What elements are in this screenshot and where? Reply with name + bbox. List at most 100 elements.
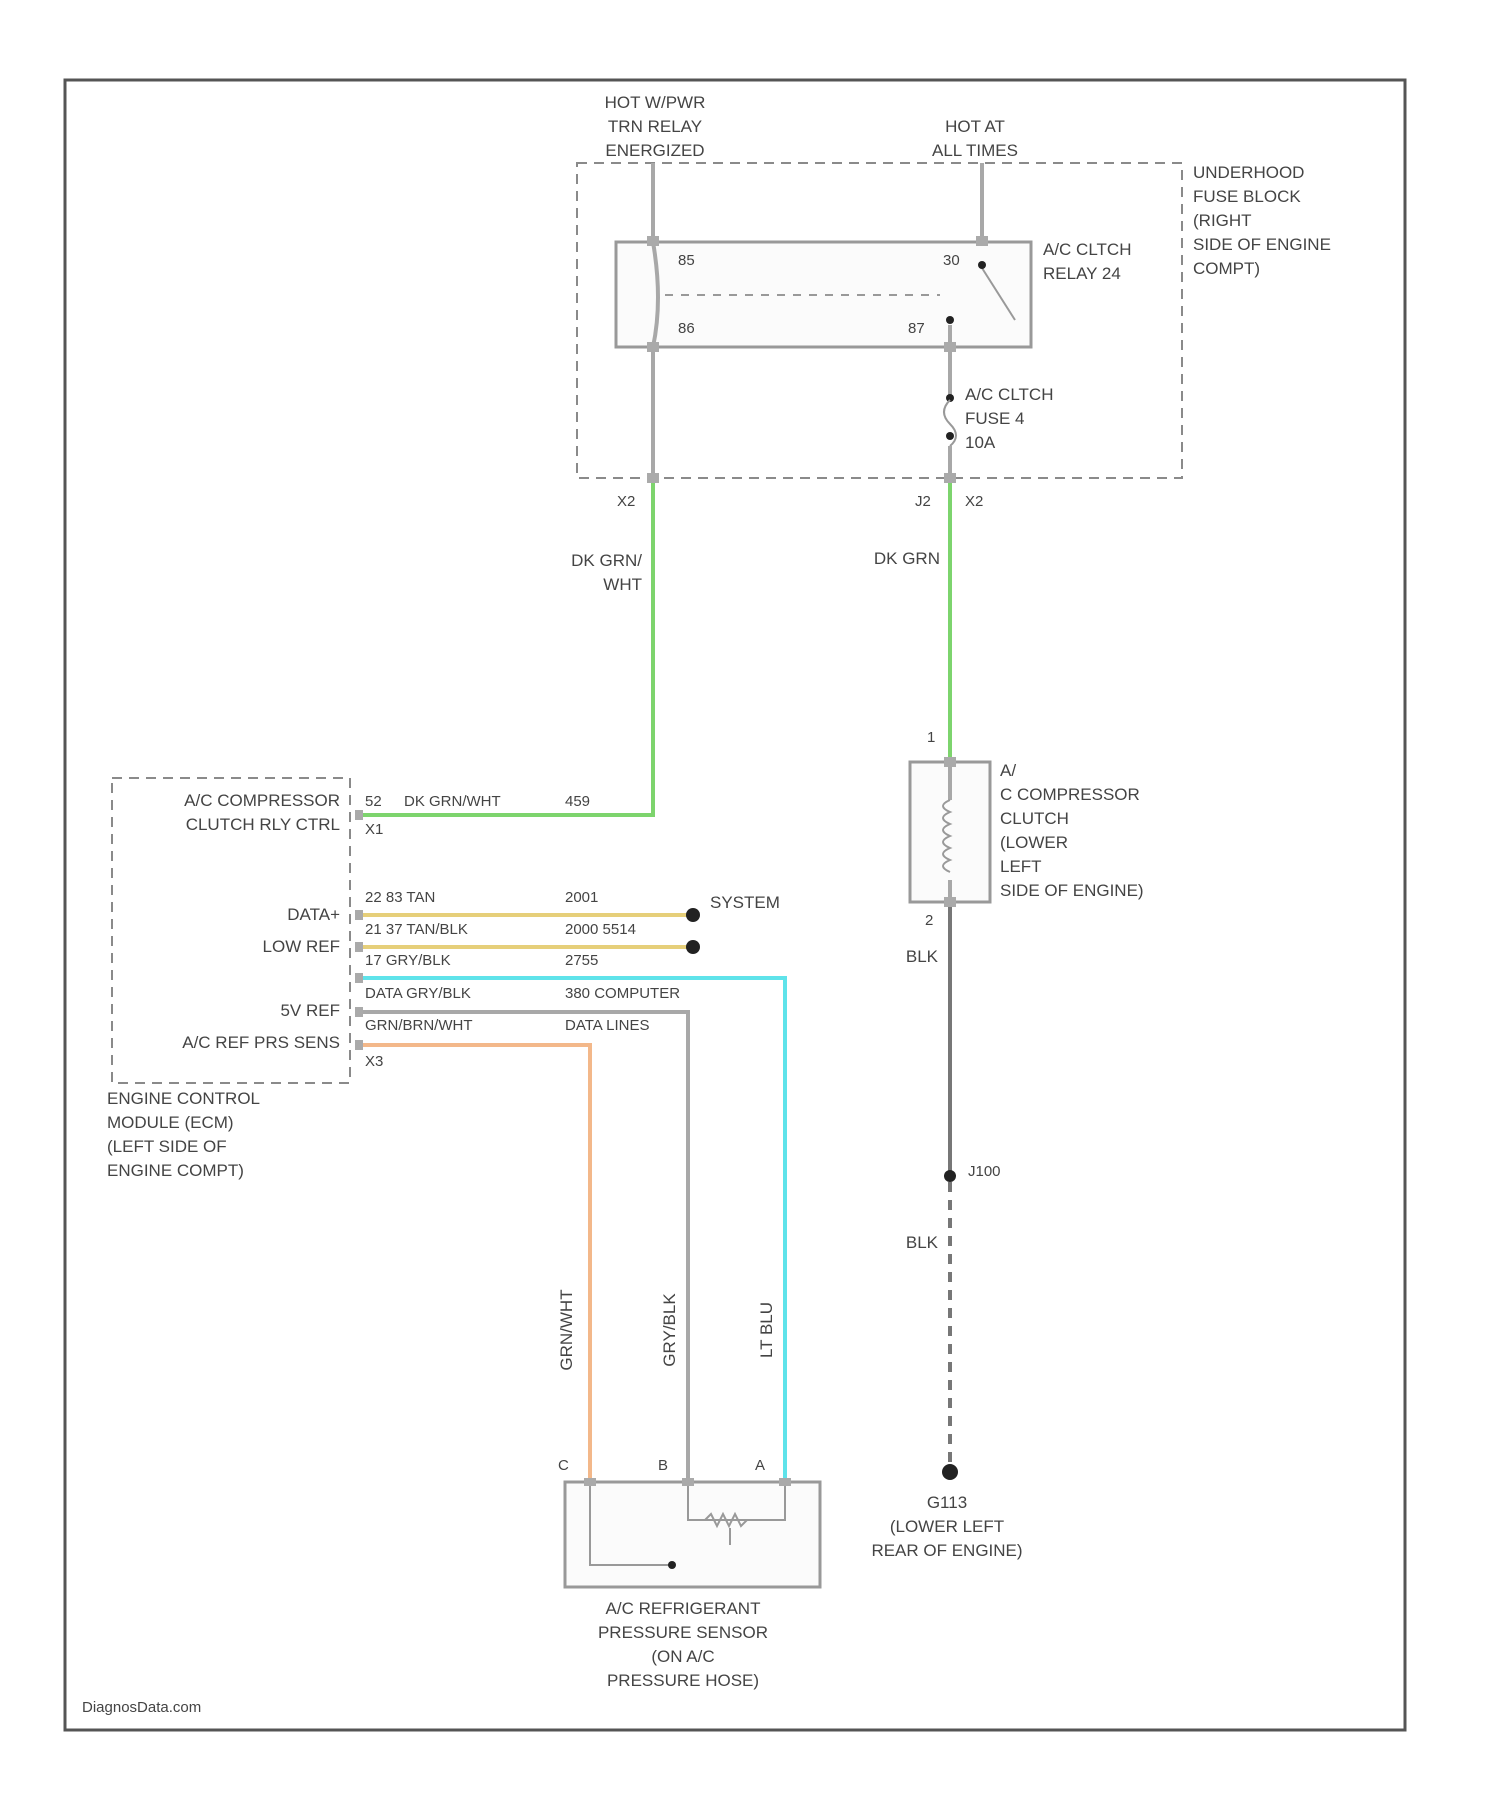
sensor-pin-a: A bbox=[755, 1457, 765, 1474]
fuse-block-pin-left bbox=[647, 473, 659, 483]
sensor-label-line-1: A/C REFRIGERANT bbox=[606, 1599, 761, 1618]
sensor-pin-marker-a bbox=[779, 1478, 791, 1486]
sensor-internal-node bbox=[668, 1561, 676, 1569]
ecm-row-4-wire: 21 37 TAN/BLK bbox=[365, 921, 468, 938]
relay-pin-85: 85 bbox=[678, 252, 695, 269]
sensor-b-wire bbox=[362, 1012, 688, 1482]
sensor-label-line-4: PRESSURE HOSE) bbox=[607, 1671, 759, 1690]
relay-control-wire-label-1: DK GRN/ bbox=[571, 551, 642, 570]
relay-control-wire-label-2: WHT bbox=[603, 575, 642, 594]
ecm-row-7-circuit: DATA LINES bbox=[565, 1017, 649, 1034]
ecm-pin-marker-4 bbox=[355, 973, 363, 983]
fuse-label-line-1: A/C CLTCH bbox=[965, 385, 1053, 404]
relay-pin-marker-87 bbox=[944, 342, 956, 352]
ground-point-label: G113 (LOWER LEFT REAR OF ENGINE) bbox=[871, 1493, 1022, 1560]
relay-pin-marker-30 bbox=[976, 236, 988, 246]
ecm-pin-marker-2 bbox=[355, 910, 363, 920]
ecm-label-line-3: (LEFT SIDE OF bbox=[107, 1137, 227, 1156]
relay-label: A/C CLTCH RELAY 24 bbox=[1043, 240, 1131, 283]
clutch-label-line-2: C COMPRESSOR bbox=[1000, 785, 1140, 804]
relay-pin-marker-85 bbox=[647, 236, 659, 246]
fuse-block-label: UNDERHOOD FUSE BLOCK (RIGHT SIDE OF ENGI… bbox=[1193, 163, 1331, 278]
ecm-row-3-wire: 22 83 TAN bbox=[365, 889, 435, 906]
ground-splice bbox=[944, 1170, 956, 1182]
sensor-pin-b: B bbox=[658, 1457, 668, 1474]
sensor-label: A/C REFRIGERANT PRESSURE SENSOR (ON A/C … bbox=[598, 1599, 768, 1690]
ecm-row-3-circuit: 2001 bbox=[565, 889, 598, 906]
fuse-block-conn-left: X2 bbox=[617, 493, 635, 510]
ecm-row-4-circuit: 2000 5514 bbox=[565, 921, 636, 938]
relay-control-wire-label: DK GRN/ WHT bbox=[571, 551, 642, 594]
ecm-row-1-circuit: 459 bbox=[565, 793, 590, 810]
fuse-block-conn-right-a: J2 bbox=[915, 493, 931, 510]
sensor-label-line-2: PRESSURE SENSOR bbox=[598, 1623, 768, 1642]
pressure-sensor bbox=[565, 1482, 820, 1587]
batt-feed-label: HOT AT ALL TIMES bbox=[932, 117, 1018, 160]
relay-contact-30 bbox=[978, 261, 986, 269]
low-ref-arrow bbox=[686, 940, 700, 954]
ecm-pin-name-6: A/C REF PRS SENS bbox=[182, 1033, 340, 1052]
relay-control-wire bbox=[362, 478, 653, 815]
clutch-label-line-5: LEFT bbox=[1000, 857, 1042, 876]
clutch-label-line-1: A/ bbox=[1000, 761, 1016, 780]
ecm-row-6-wire: DATA GRY/BLK bbox=[365, 985, 471, 1002]
relay-pin-marker-86 bbox=[647, 342, 659, 352]
data-plus-arrow bbox=[686, 908, 700, 922]
relay-pin-87: 87 bbox=[908, 320, 925, 337]
fuse-label-line-3: 10A bbox=[965, 433, 996, 452]
ground-point bbox=[942, 1464, 958, 1480]
ecm-pin-names: A/C COMPRESSOR CLUTCH RLY CTRL DATA+ LOW… bbox=[182, 791, 340, 1052]
relay-contact-87 bbox=[946, 316, 954, 324]
fuse-block-pin-right bbox=[944, 473, 956, 483]
fuse-block-label-line-2: FUSE BLOCK bbox=[1193, 187, 1301, 206]
ecm-pin-marker-5 bbox=[355, 1007, 363, 1017]
clutch-pin-1: 1 bbox=[927, 729, 935, 746]
clutch-label-line-3: CLUTCH bbox=[1000, 809, 1069, 828]
ign-label-line-2: TRN RELAY bbox=[608, 117, 702, 136]
batt-label-line-2: ALL TIMES bbox=[932, 141, 1018, 160]
ecm-pin-marker-1 bbox=[355, 810, 363, 820]
ecm-pin-name-2: CLUTCH RLY CTRL bbox=[186, 815, 340, 834]
ecm-pin-marker-6 bbox=[355, 1040, 363, 1050]
system-label: SYSTEM bbox=[710, 893, 780, 912]
sensor-pin-c: C bbox=[558, 1457, 569, 1474]
source-watermark: DiagnosData.com bbox=[82, 1699, 201, 1716]
fuse-block-label-line-1: UNDERHOOD bbox=[1193, 163, 1304, 182]
relay-label-line-1: A/C CLTCH bbox=[1043, 240, 1131, 259]
ecm-label-line-4: ENGINE COMPT) bbox=[107, 1161, 244, 1180]
ecm-row-6-circuit: 380 COMPUTER bbox=[565, 985, 680, 1002]
relay-pin-86: 86 bbox=[678, 320, 695, 337]
ign-label-line-1: HOT W/PWR bbox=[605, 93, 706, 112]
clutch-label-line-4: (LOWER bbox=[1000, 833, 1068, 852]
ecm-pin-name-5: 5V REF bbox=[280, 1001, 340, 1020]
ecm-pin-markers bbox=[355, 810, 363, 1050]
sensor-a-wire-label: LT BLU bbox=[757, 1302, 776, 1358]
ecm-pin-52: 52 bbox=[365, 793, 382, 810]
sensor-c-wire bbox=[362, 1045, 590, 1482]
sensor-label-line-3: (ON A/C bbox=[651, 1647, 714, 1666]
clutch-pin-marker-1 bbox=[944, 757, 956, 767]
fuse-block-conn-right-b: X2 bbox=[965, 493, 983, 510]
ground-point-label-2: (LOWER LEFT bbox=[890, 1517, 1004, 1536]
sensor-b-wire-label: GRY/BLK bbox=[660, 1293, 679, 1367]
sensor-a-wire bbox=[362, 978, 785, 1482]
fuse-label: A/C CLTCH FUSE 4 10A bbox=[965, 385, 1053, 452]
sensor-pin-marker-b bbox=[682, 1478, 694, 1486]
ecm-conn-x1: X1 bbox=[365, 821, 383, 838]
clutch-pin-marker-2 bbox=[944, 897, 956, 907]
ecm-label-line-1: ENGINE CONTROL bbox=[107, 1089, 260, 1108]
ecm-row-5-wire: 17 GRY/BLK bbox=[365, 952, 451, 969]
relay-pin-30: 30 bbox=[943, 252, 960, 269]
sensor-c-wire-label: GRN/WHT bbox=[557, 1289, 576, 1370]
fuse-block-label-line-3: (RIGHT bbox=[1193, 211, 1252, 230]
ecm-pin-name-1: A/C COMPRESSOR bbox=[184, 791, 340, 810]
clutch-pin-2: 2 bbox=[925, 912, 933, 929]
ecm-row-5-circuit: 2755 bbox=[565, 952, 598, 969]
ecm-pin-marker-3 bbox=[355, 942, 363, 952]
ground-point-label-1: G113 bbox=[927, 1493, 967, 1512]
fuse-block-label-line-4: SIDE OF ENGINE bbox=[1193, 235, 1331, 254]
fuse-block-label-line-5: COMPT) bbox=[1193, 259, 1260, 278]
clutch-label: A/ C COMPRESSOR CLUTCH (LOWER LEFT SIDE … bbox=[1000, 761, 1144, 900]
ign-feed-label: HOT W/PWR TRN RELAY ENERGIZED bbox=[605, 93, 706, 160]
